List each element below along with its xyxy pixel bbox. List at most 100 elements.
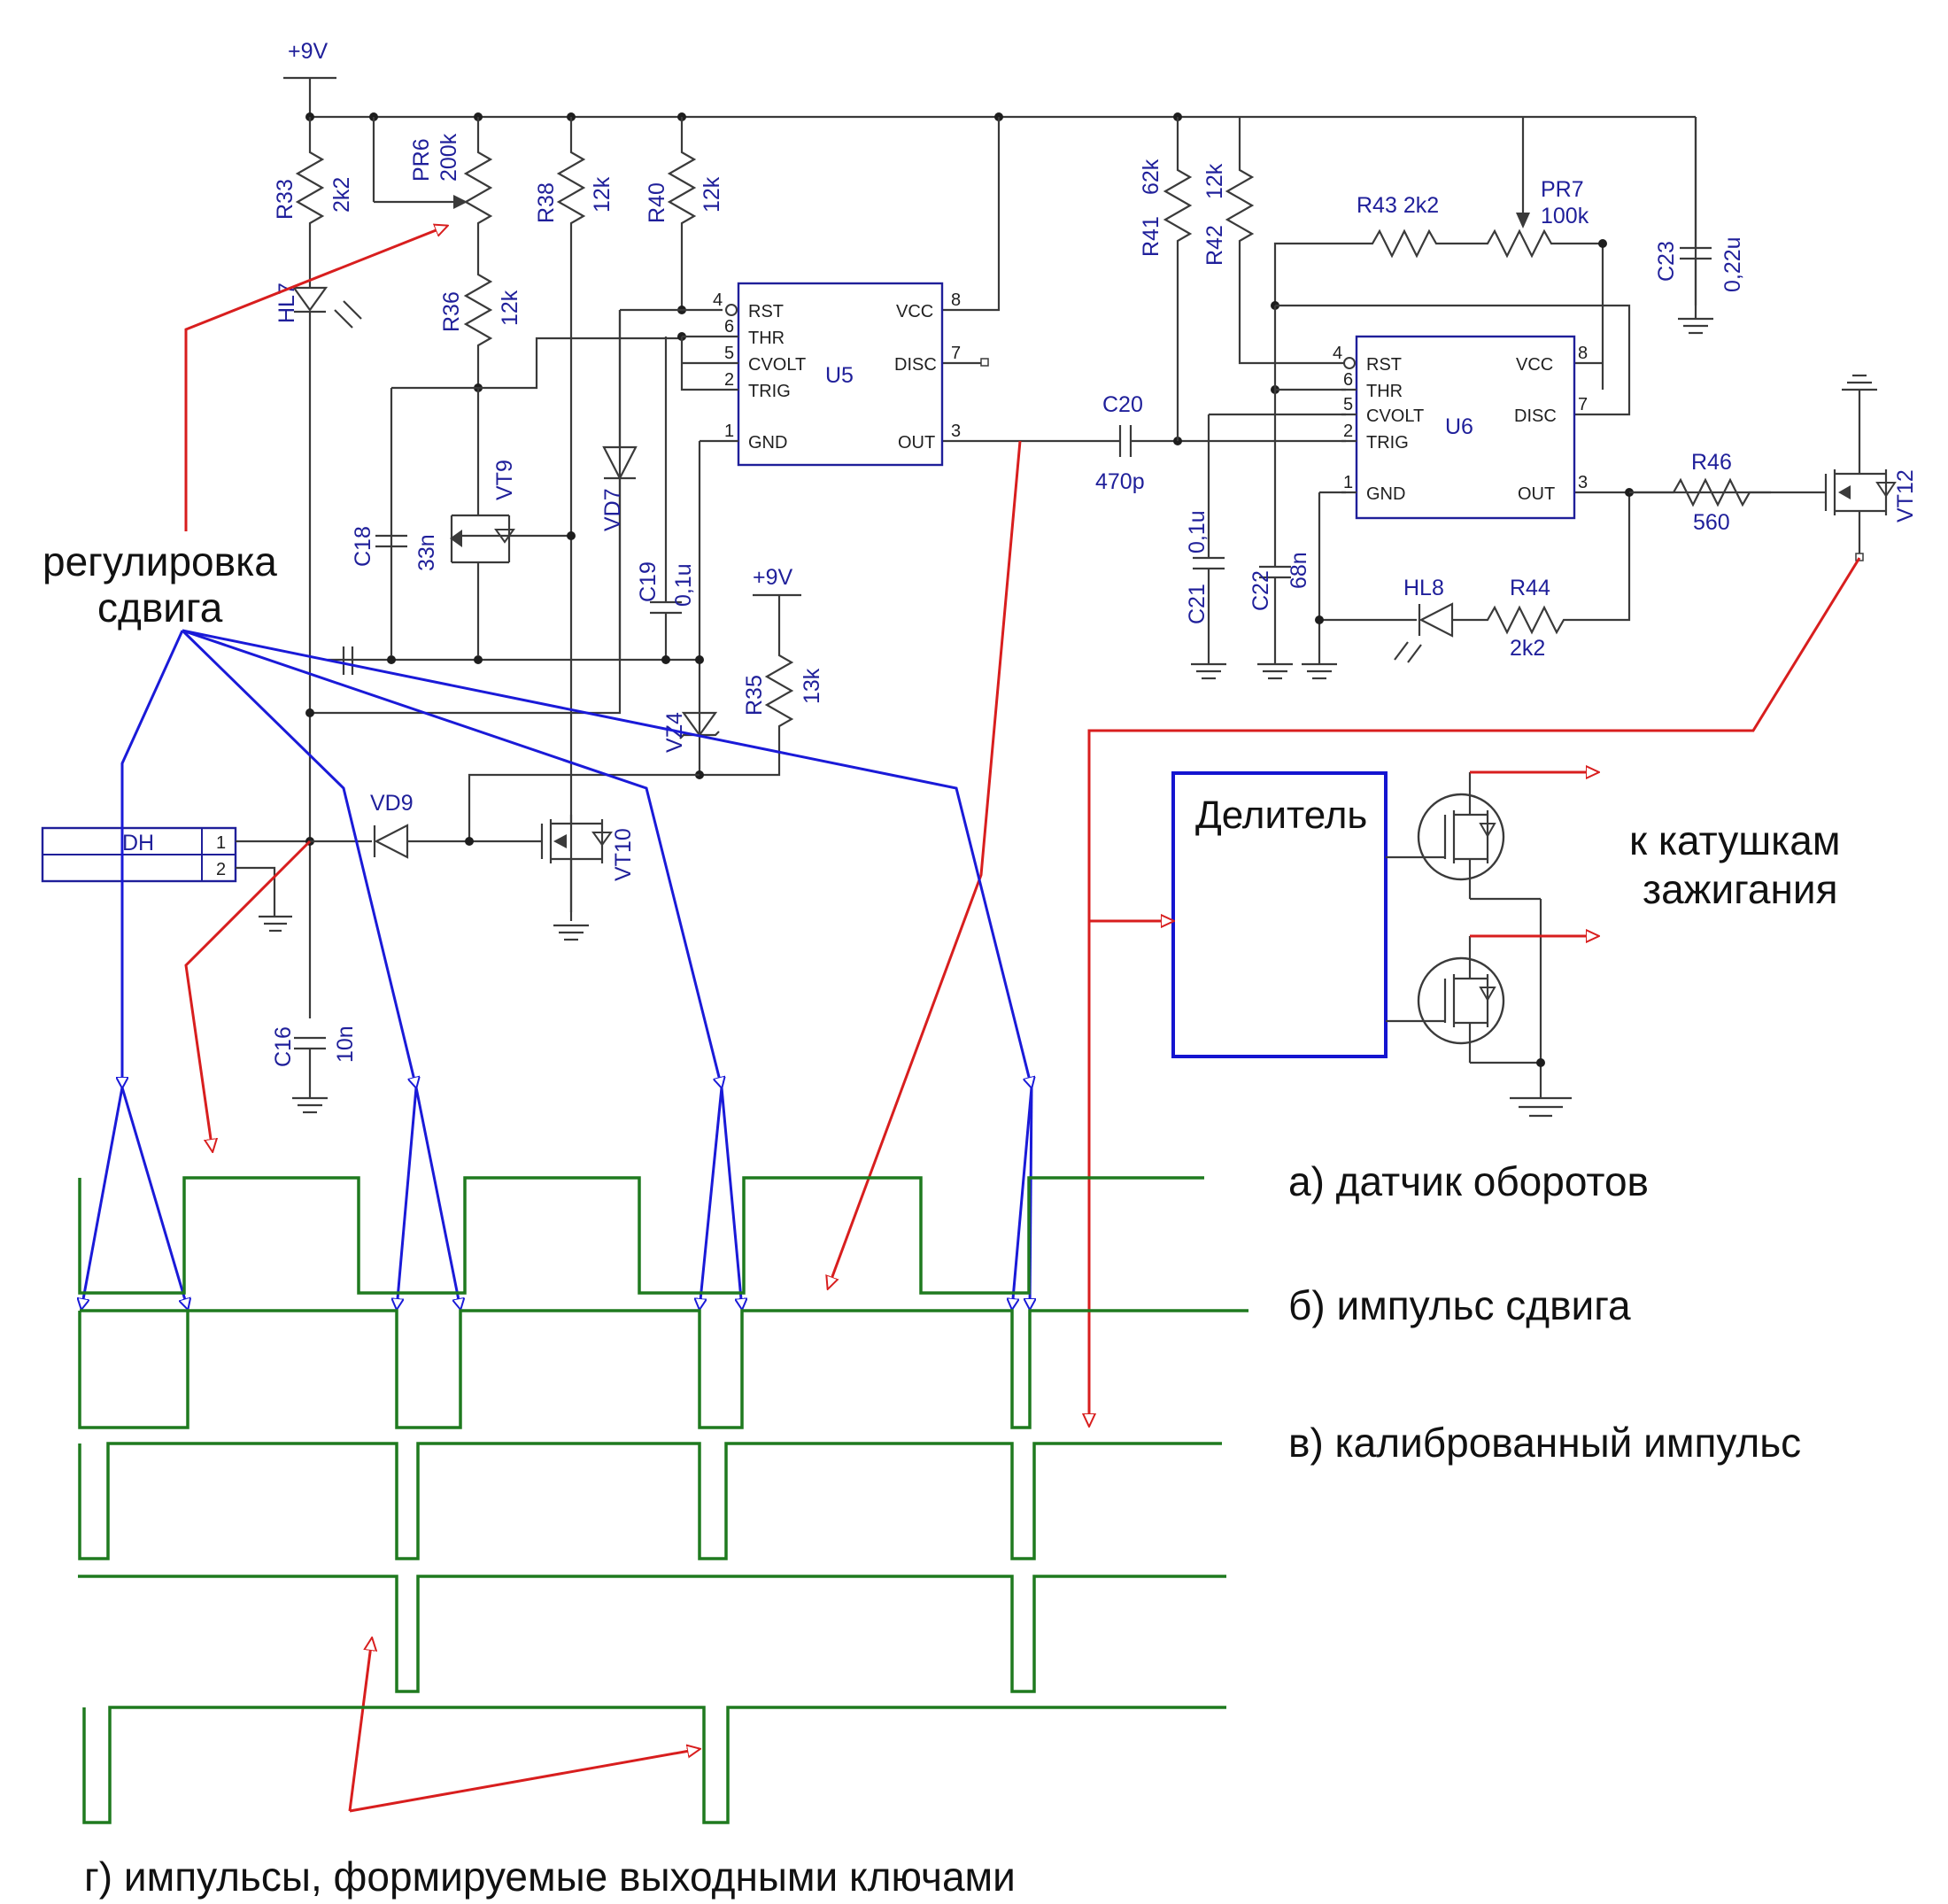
resistor-r44 <box>1452 492 1631 635</box>
r38-ref: R38 <box>534 182 559 223</box>
r40-value: 12k <box>700 176 724 213</box>
resistor-r41 <box>1163 117 1193 441</box>
capacitor-c23 <box>1678 117 1713 335</box>
wire-u5-vcc <box>940 117 1001 312</box>
r41-ref: R41 <box>1139 216 1163 257</box>
diode-vd7 <box>602 310 638 660</box>
pr7-value: 100k <box>1541 204 1589 228</box>
vt10-ref: VT10 <box>611 828 636 881</box>
u5-pin-disc: DISC <box>894 355 937 375</box>
r46-ref: R46 <box>1691 450 1732 475</box>
u5-num-3: 3 <box>951 422 961 441</box>
dh-pin-1: 1 <box>216 833 226 853</box>
c16-ref: C16 <box>271 1026 296 1067</box>
resistor-r38 <box>556 117 586 912</box>
u5-pin-rst: RST <box>748 302 784 321</box>
vd7-ref: VD7 <box>600 488 625 531</box>
r43-label: R43 2k2 <box>1357 193 1439 218</box>
dh-pin-2: 2 <box>216 860 226 879</box>
u5-pin-out: OUT <box>898 433 935 453</box>
u6-pin-rst: RST <box>1366 355 1402 375</box>
r44-ref: R44 <box>1510 576 1550 600</box>
shift-adjust-label-1: регулировка <box>43 538 277 584</box>
junction-vd9 <box>465 837 474 846</box>
wave-g-label: г) импульсы, формируемые выходными ключа… <box>84 1854 1016 1900</box>
c20-value: 470p <box>1095 469 1145 494</box>
dh-ref: DH <box>122 831 154 855</box>
connector-dh <box>41 826 310 917</box>
c18-value: 33n <box>414 534 439 571</box>
supply-label-main: +9V <box>288 39 329 64</box>
u5-pin-vcc: VCC <box>896 302 933 321</box>
c23-ref: C23 <box>1654 241 1679 282</box>
resistor-r46 <box>1629 477 1806 507</box>
u5-num-7: 7 <box>951 344 961 363</box>
u5-num-6: 6 <box>724 317 734 337</box>
coil-arrows <box>1470 772 1598 936</box>
u5-pin-gnd: GND <box>748 433 787 453</box>
junction-pr7 <box>1598 239 1607 248</box>
capacitor-small <box>342 646 354 675</box>
u6-num-2: 2 <box>1343 422 1353 441</box>
coils-label-2: зажигания <box>1643 866 1838 912</box>
supply-rail <box>283 76 1697 306</box>
u5-pin-thr: THR <box>748 329 785 348</box>
u5-pin-cvolt: CVOLT <box>748 355 806 375</box>
u6-pin-thr: THR <box>1366 382 1403 401</box>
r41-value: 62k <box>1139 159 1163 195</box>
junction-hl8 <box>1315 615 1324 624</box>
u6-pin-out: OUT <box>1518 484 1555 504</box>
led-hl7 <box>291 257 362 329</box>
r35-value: 13k <box>800 668 824 704</box>
r35-ref: R35 <box>742 675 767 716</box>
supply-label-secondary: +9V <box>753 565 793 590</box>
u6-pin-trig: TRIG <box>1366 433 1409 453</box>
u6-pin-gnd: GND <box>1366 484 1405 504</box>
u5-num-1: 1 <box>724 422 734 441</box>
c22-value: 68n <box>1287 552 1311 589</box>
red-arrows <box>184 226 1861 1813</box>
resistor-r36 <box>463 257 493 388</box>
waveform-v-calibrated-pulse <box>78 1442 1222 1560</box>
c20-ref: C20 <box>1102 392 1143 417</box>
vt12-ref: VT12 <box>1893 469 1918 522</box>
u6-pin-vcc: VCC <box>1516 355 1553 375</box>
junctions-745 <box>387 655 704 664</box>
junction-r38 <box>567 531 576 540</box>
ground-dh <box>259 915 292 933</box>
u5-num-4: 4 <box>713 290 723 310</box>
hl8-ref: HL8 <box>1403 576 1444 600</box>
ic-u5 <box>723 282 944 467</box>
waveform-g-output-key-2 <box>82 1706 1226 1824</box>
transistor-vt9 <box>450 388 571 655</box>
waveform-b-shift-pulse <box>78 1309 1248 1429</box>
resistor-r43 <box>1273 228 1604 390</box>
blue-arrows <box>81 629 1032 1309</box>
r46-value: 560 <box>1693 510 1730 535</box>
shift-adjust-label-2: сдвига <box>97 584 223 631</box>
vd9-ref: VD9 <box>370 791 414 816</box>
c16-value: 10n <box>333 1026 358 1063</box>
c19-value: 0,1u <box>671 563 696 607</box>
capacitor-c21 <box>1191 556 1226 680</box>
wire-vz4-vd9 <box>468 773 700 841</box>
divider-label: Делитель <box>1195 793 1367 837</box>
u5-num-2: 2 <box>724 370 734 390</box>
resistor-r42 <box>1225 117 1346 365</box>
u6-num-8: 8 <box>1578 344 1588 363</box>
wave-v-label: в) калиброванный импульс <box>1288 1420 1801 1466</box>
u6-num-3: 3 <box>1578 473 1588 492</box>
wave-a-label: а) датчик оборотов <box>1288 1158 1649 1204</box>
pr6-value: 200k <box>437 133 461 182</box>
u6-num-5: 5 <box>1343 395 1353 414</box>
c19-ref: C19 <box>636 561 661 602</box>
pr6-ref: PR6 <box>409 138 434 182</box>
wire-u6-disc <box>1275 304 1631 416</box>
transistor-vt12 <box>1806 374 1897 561</box>
capacitor-c20 <box>1098 425 1346 457</box>
ground-vt10 <box>553 924 589 941</box>
capacitor-c19 <box>650 388 682 660</box>
u6-pin-cvolt: CVOLT <box>1366 406 1424 426</box>
u6-num-1: 1 <box>1343 473 1353 492</box>
resistor-r33 <box>295 117 325 257</box>
